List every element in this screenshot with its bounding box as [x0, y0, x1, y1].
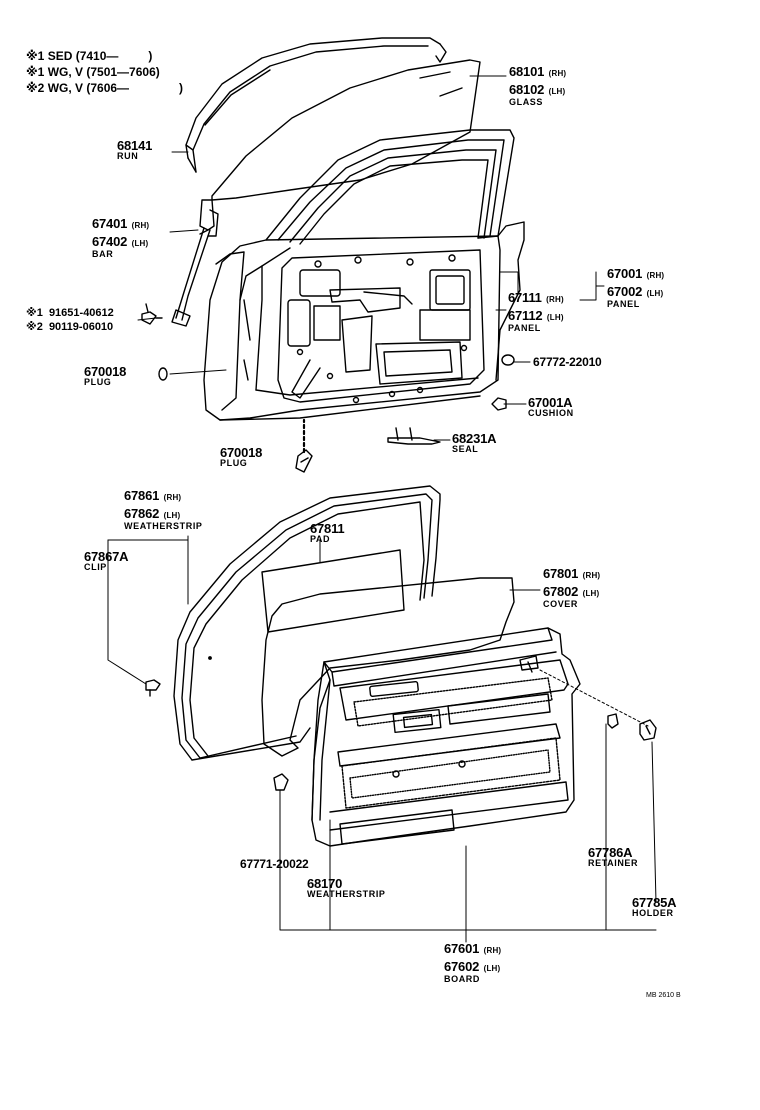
- division-bar: [171, 199, 219, 327]
- run-channel: [185, 37, 447, 173]
- weatherstrip-seal: [173, 485, 441, 761]
- cushion-label: 67001A CUSHION: [528, 395, 574, 418]
- grommet-shape: [501, 354, 515, 366]
- clip2-shape: [273, 773, 289, 791]
- glass: [211, 59, 481, 201]
- retainer-label: 67786A RETAINER: [588, 845, 639, 868]
- plug-2-shape: [295, 449, 313, 473]
- leader-lines: [107, 75, 657, 943]
- clip-shape: [145, 679, 161, 697]
- note-3: ※2 WG, V (7606—): [26, 81, 184, 95]
- run-label: 68141 RUN: [117, 138, 153, 161]
- note-1: ※1 SED (7410—): [26, 49, 153, 63]
- plug-1-label: 670018 PLUG: [84, 364, 127, 387]
- pad-label: 67811 PAD: [310, 521, 345, 544]
- glass-label: 68101 (RH) 68102 (LH) GLASS: [509, 64, 567, 107]
- bolt: [141, 303, 163, 325]
- holder-label: 67785A HOLDER: [632, 895, 677, 918]
- panel-outer-label: 67001 (RH) 67002 (LH) PANEL: [607, 266, 665, 309]
- door-frame: [203, 129, 525, 421]
- weatherstrip2-label: 68170 WEATHERSTRIP: [307, 876, 386, 899]
- holder-shape: [639, 719, 657, 741]
- pad: [261, 549, 405, 633]
- seal-shape: [387, 427, 441, 445]
- clip-label: 67867A CLIP: [84, 549, 129, 572]
- panel-inner-label: 67111 (RH) 67112 (LH) PANEL: [508, 290, 564, 333]
- bar-label: 67401 (RH) 67402 (LH) BAR: [92, 216, 150, 259]
- inner-panel: [243, 249, 485, 404]
- reference-code: MB 2610 B: [646, 992, 681, 999]
- cover-label: 67801 (RH) 67802 (LH) COVER: [543, 566, 601, 609]
- plug-1-shape: [158, 367, 168, 381]
- board-label: 67601 (RH) 67602 (LH) BOARD: [444, 941, 502, 984]
- bolt-label: ※1 91651-40612 ※2 90119-06010: [26, 307, 114, 333]
- weatherstrip-label: 67861 (RH) 67862 (LH) WEATHERSTRIP: [124, 488, 203, 531]
- cover: [261, 577, 515, 757]
- clip2-label: 67771-20022: [240, 857, 309, 871]
- seal-label: 68231A SEAL: [452, 431, 497, 454]
- retainer-shape: [607, 713, 619, 729]
- note-2: ※1 WG, V (7501—7606): [26, 65, 160, 79]
- trim-board: [311, 627, 581, 847]
- plug-2-label: 670018 PLUG: [220, 445, 263, 468]
- grommet-label: 67772-22010: [533, 355, 602, 369]
